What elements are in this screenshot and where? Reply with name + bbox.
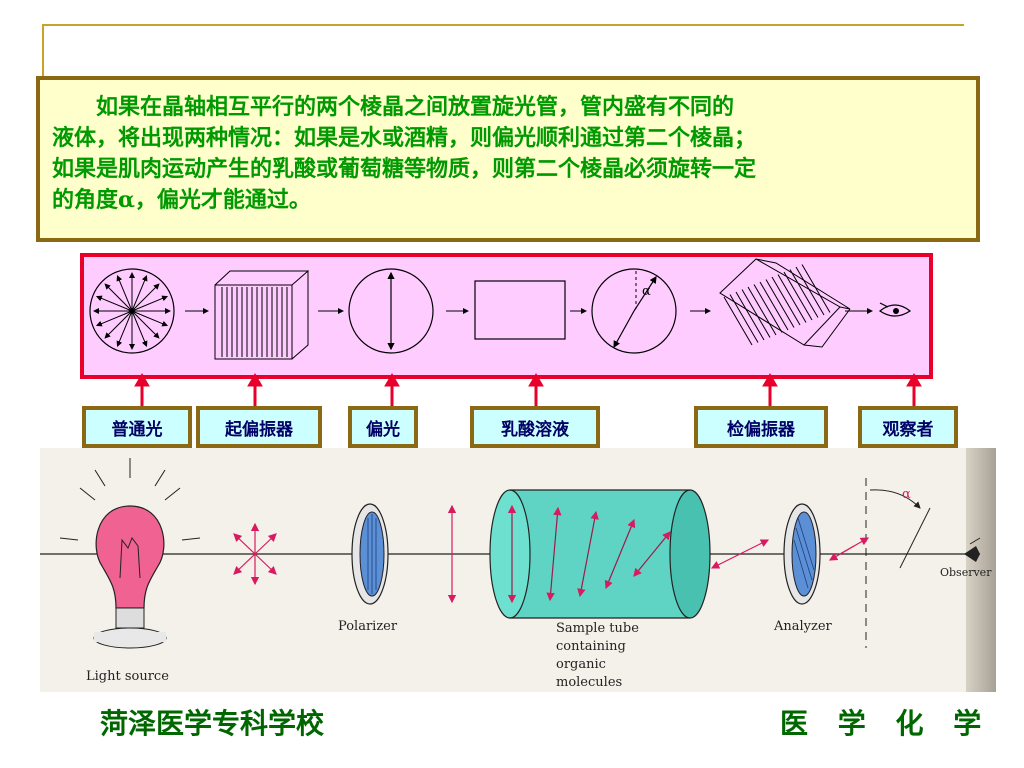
pointer-head [528,373,544,387]
eye-icon [878,302,912,317]
grating-line [723,296,753,346]
analyzer-label: Analyzer [773,619,833,634]
grating-line [741,289,771,338]
rotated-wave-arrow [739,539,770,555]
light-ray [104,283,133,312]
sample-tube-label-line-4: molecules [556,675,622,690]
alpha-label: α [902,487,911,502]
light-ray [131,295,169,312]
light-ray [104,310,133,339]
light-ray [116,274,133,312]
polarizer-prism-icon [214,270,310,360]
sample-tube-icon [474,280,566,340]
light-ray [131,310,169,327]
observer-label: Observer [940,566,992,579]
label-observer: 观察者 [858,406,958,448]
light-ray [131,274,148,312]
light-ray [131,310,148,348]
grating-line [777,274,807,323]
description-box: 如果在晶轴相互平行的两个棱晶之间放置旋光管，管内盛有不同的 液体，将出现两种情况… [36,76,980,242]
grating-line [795,266,825,316]
grating-line [753,284,783,333]
grating-line [765,279,795,328]
label-polarized-light: 偏光 [348,406,418,448]
sample-tube-label-line-3: organic [556,657,606,672]
label-lactic-solution: 乳酸溶液 [470,406,600,448]
footer-subject: 医 学 化 学 [780,707,992,740]
analyzer-disk-icon [783,503,821,605]
polarizer-label: Polarizer [338,619,398,634]
unpolarized-light-star-icon [233,522,277,586]
grating-line [783,271,813,321]
label-polarizer: 起偏振器 [196,406,322,448]
title-rule-left [42,24,44,76]
pointer-head [247,373,263,387]
light-ray [95,310,133,327]
pointer-head [906,373,922,387]
observer-eye-icon [964,537,981,562]
pointer-head [384,373,400,387]
rotated-light-icon: α [591,268,677,354]
grating-line [735,291,765,341]
label-pointers [134,373,922,406]
label-analyzer: 检偏振器 [694,406,828,448]
footer-school-name: 菏泽医学专科学校 [100,707,325,740]
page-edge-shadow [966,448,996,692]
pointer-head [762,373,778,387]
light-ray [116,310,133,348]
sample-tube-label-line-2: containing [556,639,626,654]
analyzer-prism-icon [719,258,851,348]
grating-line [747,286,777,336]
label-ordinary-light: 普通光 [82,406,192,448]
grating-line [789,269,819,318]
rotated-axis [899,507,931,569]
grating-line [771,276,801,326]
pointer-head [134,373,150,387]
grating-line [801,264,831,313]
light-source-label: Light source [86,669,169,684]
title-rule-top [42,24,964,26]
alpha-symbol: α [642,284,651,299]
light-ray [131,310,160,339]
grating-line [729,294,759,343]
description-line-1: 如果在晶轴相互平行的两个棱晶之间放置旋光管，管内盛有不同的 [52,94,735,120]
emergent-wave-arrow [828,545,855,561]
rotated-wave-arrow [710,553,741,569]
polarization-diagram: α [89,258,912,360]
light-bulb-icon [59,458,201,649]
polarimeter-illustration: Light source Polarizer Sam [40,458,992,690]
light-ray [95,295,133,312]
rotation-angle-arc [869,489,921,509]
description-line-3: 如果是肌肉运动产生的乳酸或葡萄糖等物质，则第二个棱晶必须旋转一定 [52,156,757,182]
description-line-2: 液体，将出现两种情况：如果是水或酒精，则偏光顺利通过第二个棱晶； [52,125,757,151]
description-line-4: 的角度α，偏光才能通过。 [52,187,311,213]
light-ray [131,283,160,312]
ordinary-light-icon [89,268,175,354]
polarized-light-icon [348,268,434,354]
grating-line [759,281,789,331]
polarizer-disk-icon [351,503,389,605]
sample-tube-cylinder-icon [489,489,711,619]
sample-tube-label-line-1: Sample tube [556,621,639,636]
